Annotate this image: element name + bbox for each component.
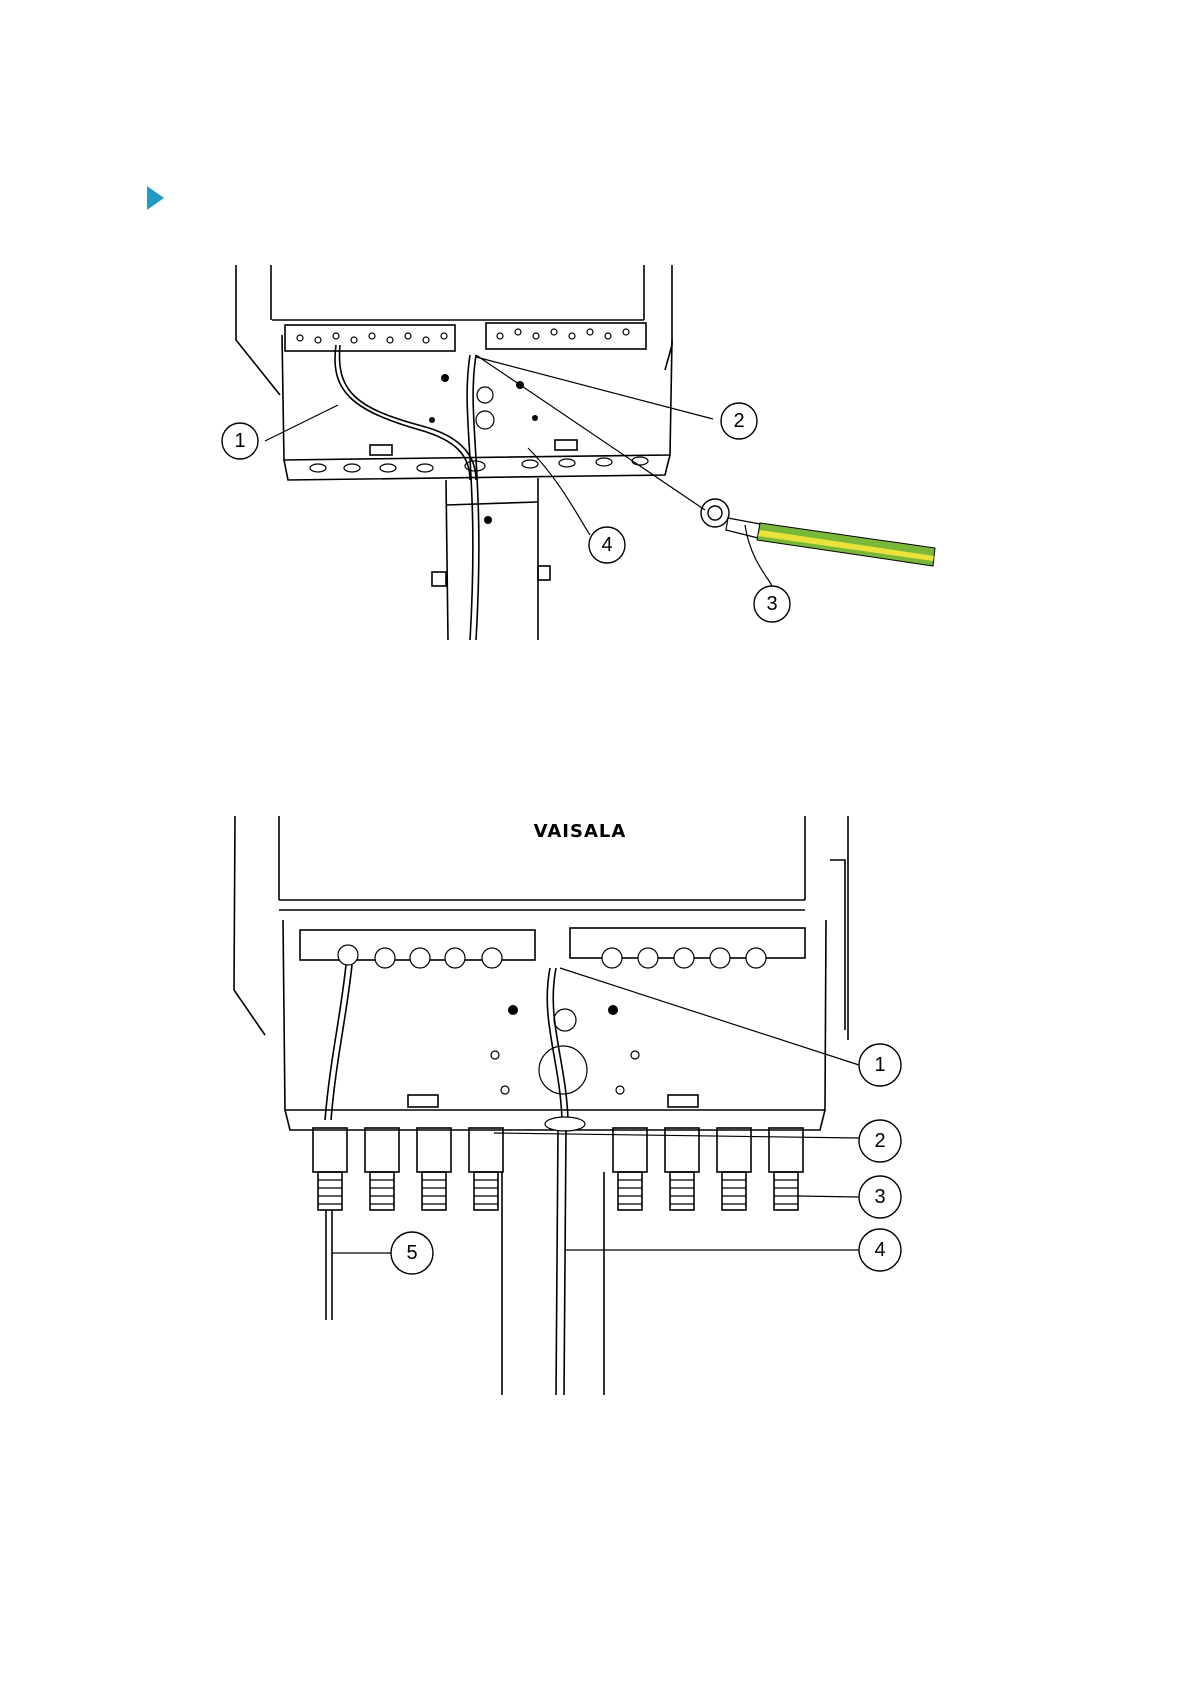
svg-text:1: 1 <box>234 430 245 452</box>
vaisala-logo: VAISALA <box>534 821 627 842</box>
svg-text:1: 1 <box>874 1054 885 1076</box>
svg-text:4: 4 <box>601 534 612 556</box>
svg-text:5: 5 <box>406 1242 417 1264</box>
figure-2-callout-1: 1 <box>859 1044 901 1086</box>
figure-2-callout-3: 3 <box>859 1176 901 1218</box>
figure-2-enclosure-drawing: VAISALA <box>234 816 901 1395</box>
figure-2-callout-5: 5 <box>391 1232 433 1274</box>
figure-1-enclosure-drawing: 1 2 3 4 <box>222 265 935 640</box>
svg-text:2: 2 <box>874 1130 885 1152</box>
svg-text:3: 3 <box>766 593 777 615</box>
figure-1-callout-1: 1 <box>222 423 258 459</box>
figure-1-callout-2: 2 <box>721 403 757 439</box>
figure-2-callout-2: 2 <box>859 1120 901 1162</box>
svg-text:2: 2 <box>733 410 744 432</box>
figure-1-callout-4: 4 <box>589 527 625 563</box>
figure-1-callout-3: 3 <box>754 586 790 622</box>
svg-text:4: 4 <box>874 1239 885 1261</box>
svg-text:3: 3 <box>874 1186 885 1208</box>
figure-2-callout-4: 4 <box>859 1229 901 1271</box>
